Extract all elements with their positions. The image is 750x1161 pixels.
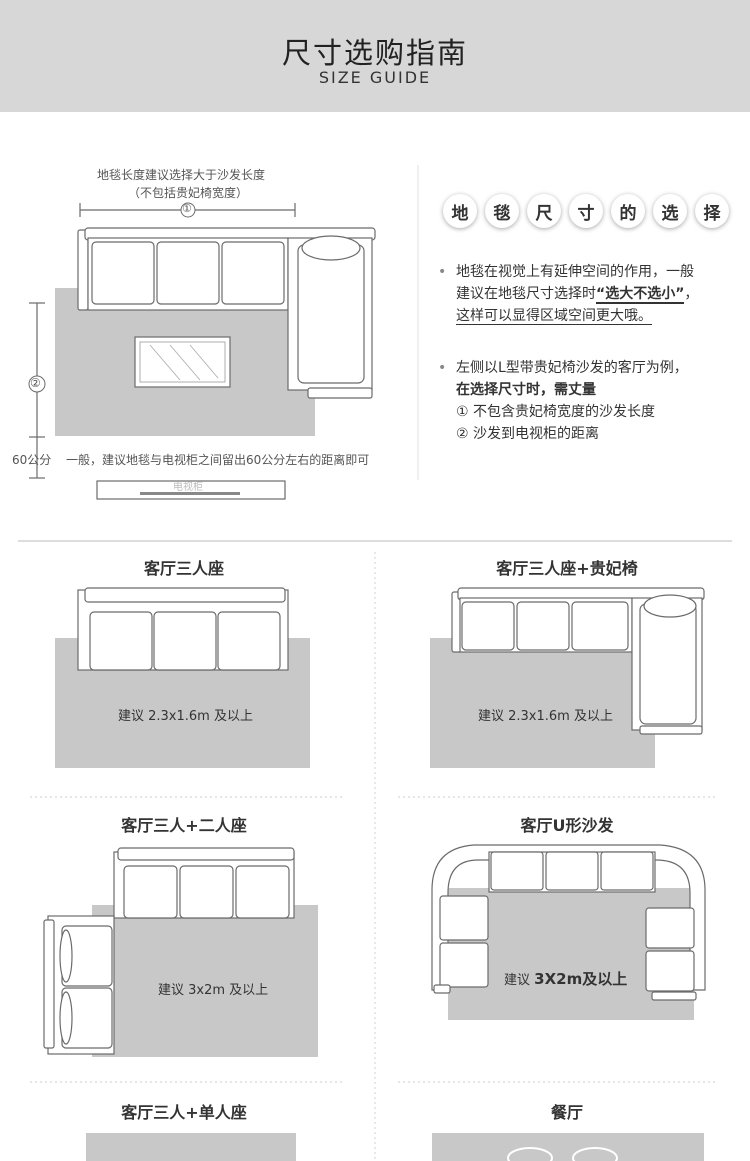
l-sofa-main — [77, 227, 376, 399]
coffee-table — [134, 336, 231, 388]
length-note-line2: （不包括贵妃椅宽度） — [128, 186, 249, 200]
recommend-u-size: 3X2m及以上 — [534, 970, 628, 988]
sofa-three-two — [43, 847, 295, 1055]
bullet-visual-extension: • 地毯在视觉上有延伸空间的作用，一般 建议在地毯尺寸选择时“选大不选小”， 这… — [438, 261, 698, 327]
heading-char: 尺 — [527, 194, 561, 228]
length-note-line1: 地毯长度建议选择大于沙发长度 — [97, 168, 266, 182]
sofa-chaise — [451, 587, 705, 735]
bullet2-line4: ② 沙发到电视柜的距离 — [456, 426, 600, 442]
heading-char: 地 — [443, 194, 477, 228]
section-title-three-single: 客厅三人+单人座 — [121, 1103, 247, 1122]
bullet1-line3: 这样可以显得区域空间更大哦。 — [456, 308, 652, 325]
recommend-three-two: 建议 3x2m 及以上 — [158, 983, 269, 998]
bullet1-line2-a: 建议在地毯尺寸选择时 — [456, 286, 596, 302]
recommend-chaise: 建议 2.3x1.6m 及以上 — [478, 709, 613, 724]
rug-chaise — [430, 638, 655, 768]
sofa-u-shape — [431, 844, 706, 1001]
bullet-l-sofa-example: • 左侧以L型带贵妃椅沙发的客厅为例， 在选择尺寸时，需丈量 ① 不包含贵妃椅宽… — [438, 357, 688, 445]
bullet2-line2: 在选择尺寸时，需丈量 — [456, 382, 596, 398]
heading-char: 择 — [695, 194, 729, 228]
tv-cabinet-label: 电视柜 — [173, 482, 203, 493]
distance-note: 一般，建议地毯与电视柜之间留出60公分左右的距离即可 — [66, 453, 370, 467]
rug-three-two — [92, 905, 318, 1057]
bullet1-highlight: “选大不选小” — [596, 286, 685, 304]
marker-1: ① — [182, 202, 192, 215]
marker-2: ② — [30, 376, 41, 390]
heading-char: 毯 — [485, 194, 519, 228]
heading-char: 选 — [653, 194, 687, 228]
rug-three-single — [86, 1133, 296, 1161]
heading-char: 寸 — [569, 194, 603, 228]
section-title-three-seat-chaise: 客厅三人座+贵妃椅 — [496, 559, 638, 578]
section-title-three-seat: 客厅三人座 — [143, 559, 224, 578]
heading-char: 的 — [611, 194, 645, 228]
bullet1-line1: 地毯在视觉上有延伸空间的作用，一般 — [456, 264, 694, 280]
sofa-three-seat — [77, 587, 289, 671]
recommend-u-shape: 建议 3X2m及以上 — [504, 968, 627, 989]
rug-dining — [432, 1133, 704, 1161]
recommend-three-seat: 建议 2.3x1.6m 及以上 — [118, 709, 253, 724]
page-header: 尺寸选购指南 SIZE GUIDE — [0, 0, 750, 112]
selection-heading: 地 毯 尺 寸 的 选 择 — [443, 194, 729, 228]
bullet1-line2: 建议在地毯尺寸选择时“选大不选小”， — [456, 283, 698, 305]
section-title-u-shape: 客厅U形沙发 — [520, 816, 614, 835]
bullet2-line3: ① 不包含贵妃椅宽度的沙发长度 — [456, 404, 656, 420]
section-title-three-two: 客厅三人+二人座 — [121, 816, 247, 835]
section-title-dining: 餐厅 — [550, 1103, 583, 1122]
bullet2-line1: 左侧以L型带贵妃椅沙发的客厅为例， — [456, 360, 688, 376]
page-subtitle: SIZE GUIDE — [318, 68, 432, 87]
page-title: 尺寸选购指南 — [281, 36, 468, 70]
distance-label: 60公分 — [12, 453, 52, 467]
recommend-u-prefix: 建议 — [504, 973, 531, 988]
bullet1-line2-c: ， — [684, 286, 699, 302]
